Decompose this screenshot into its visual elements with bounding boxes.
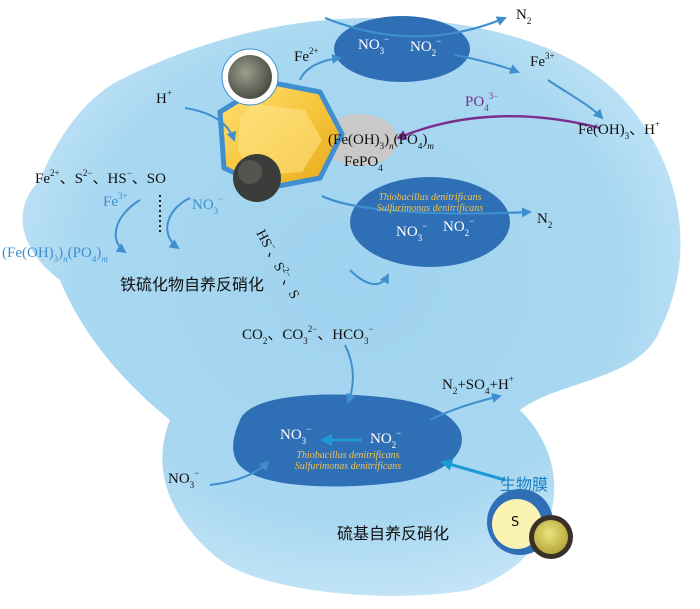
caption-sulfur: 硫基自养反硝化 bbox=[337, 524, 450, 543]
background-region bbox=[22, 18, 681, 596]
arrow-crystal-to-middle-blob bbox=[321, 195, 532, 218]
label-no3-left: NO3− bbox=[192, 194, 224, 216]
label-fe-oh-po4: (Fe(OH)3)n(PO4)m bbox=[328, 132, 434, 151]
biofilm-photo-texture bbox=[238, 160, 262, 184]
arrow-fe2-to-top-blob bbox=[299, 53, 342, 81]
middle-bacteria-blob bbox=[350, 177, 510, 267]
top-bacteria-blob bbox=[334, 16, 470, 82]
label-n2-top: N2 bbox=[516, 7, 532, 26]
top-blob-no2: NO2− bbox=[410, 36, 442, 58]
label-fe-oh-po4-left: (Fe(OH)3)n(PO4)m bbox=[2, 245, 108, 264]
label-fe2-top: Fe2+ bbox=[294, 46, 319, 65]
arrow-no3-left bbox=[166, 197, 191, 250]
pyrite-sample-photo-inner bbox=[228, 55, 272, 99]
label-n2-mid: N2 bbox=[537, 211, 553, 230]
arrow-top-blob-to-fe3 bbox=[454, 54, 520, 74]
middle-blob-no3: NO3− bbox=[396, 221, 428, 243]
label-feoh3-h: Fe(OH)3、H+ bbox=[578, 119, 661, 141]
bottom-blob-bacteria-2: Sulfurimonas denitrificans bbox=[294, 461, 402, 472]
caption-iron-sulfide: 铁硫化物自养反硝化 bbox=[120, 275, 265, 294]
label-fe3-right: Fe3+ bbox=[530, 51, 555, 70]
label-n2-so4-h: N2+SO4+H+ bbox=[442, 374, 514, 396]
arrow-co2-to-bottom-blob bbox=[344, 344, 356, 404]
arrow-h-to-crystal bbox=[184, 107, 237, 142]
bottom-blob-no3: NO3− bbox=[280, 424, 312, 446]
middle-blob-bacteria-2: Sulfurimonas denitrificans bbox=[376, 203, 484, 214]
middle-blob-no2: NO2− bbox=[443, 216, 475, 238]
arrow-s-to-bottom bbox=[349, 269, 389, 285]
label-no3-bottom: NO3− bbox=[168, 468, 200, 490]
arrow-purple-to-precipitate bbox=[396, 115, 601, 140]
bottom-blob-bacteria-1: Thiobacillus denitrificans bbox=[296, 450, 400, 461]
arrow-fe3-left bbox=[114, 199, 141, 254]
arrow-top-blob-to-n2 bbox=[324, 16, 507, 38]
caption-biofilm: 生物膜 bbox=[500, 475, 549, 494]
bottom-blob-no2: NO2− bbox=[370, 428, 402, 450]
arrow-no3-to-bottom-blob bbox=[209, 460, 270, 486]
label-sulfur-s: S bbox=[511, 515, 520, 530]
sulfur-photo-inner bbox=[534, 520, 568, 554]
label-po4: PO43− bbox=[465, 91, 499, 113]
label-h-plus: H+ bbox=[156, 88, 172, 107]
arrow-biofilm-to-bottom-blob bbox=[440, 458, 506, 482]
label-fe3-left: Fe3+ bbox=[103, 191, 128, 210]
label-co2-group: CO2、CO32−、HCO3− bbox=[242, 324, 374, 346]
middle-blob-bacteria-1: Thiobacillus denitrificans bbox=[378, 192, 482, 203]
arrow-bottom-blob-to-products bbox=[429, 393, 502, 421]
label-fepo4: FePO4 bbox=[344, 154, 383, 173]
top-blob-no3: NO3− bbox=[358, 34, 390, 56]
label-ions-left: Fe2+、S2−、HS−、SO bbox=[35, 168, 166, 187]
arrow-fe3-to-feoh3 bbox=[547, 79, 604, 120]
